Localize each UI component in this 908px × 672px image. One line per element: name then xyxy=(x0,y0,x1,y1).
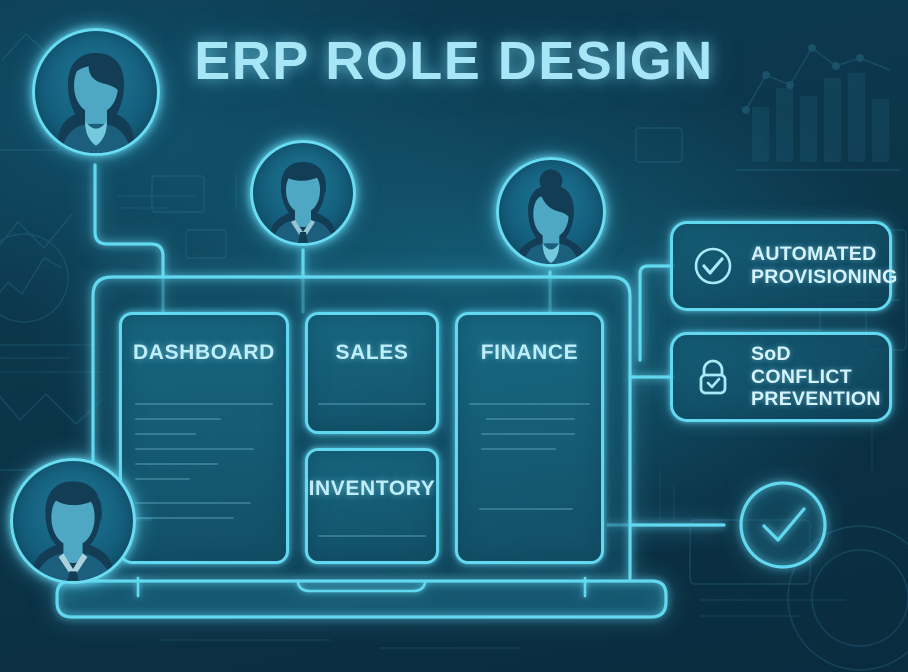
feature-line-1: AUTOMATED xyxy=(751,243,877,266)
feature-card-sod-conflict-prevention[interactable]: SoD CONFLICT PREVENTION xyxy=(670,332,892,422)
male-suit-avatar-icon xyxy=(29,481,117,581)
check-circle-icon xyxy=(739,481,827,569)
module-label-sales: SALES xyxy=(335,341,409,364)
user-avatar-1[interactable] xyxy=(32,28,160,156)
module-placeholder-lines-finance xyxy=(469,403,590,523)
module-panel-finance[interactable]: FINANCE xyxy=(455,312,604,564)
module-label-finance: FINANCE xyxy=(480,341,579,364)
status-badge-approved[interactable] xyxy=(724,466,842,584)
feature-text-sod-conflict-prevention: SoD CONFLICT PREVENTION xyxy=(751,343,881,411)
feature-line-1: SoD CONFLICT xyxy=(751,343,852,388)
module-placeholder-lines-dashboard xyxy=(135,403,273,532)
feature-text-automated-provisioning: AUTOMATED PROVISIONING xyxy=(751,243,898,288)
user-avatar-3[interactable] xyxy=(496,157,606,267)
lock-check-icon xyxy=(699,359,727,395)
male-avatar-icon xyxy=(269,162,337,243)
module-panel-dashboard[interactable]: DASHBOARD xyxy=(119,312,289,564)
module-panel-sales[interactable]: SALES xyxy=(305,312,439,434)
feature-line-2: PREVENTION xyxy=(751,388,881,411)
female-avatar-icon xyxy=(56,52,136,153)
page-title: ERP ROLE DESIGN xyxy=(194,31,714,91)
check-circle-icon xyxy=(694,247,732,285)
module-placeholder-lines-inventory xyxy=(318,535,426,550)
module-placeholder-lines-sales xyxy=(318,403,426,418)
feature-line-2: PROVISIONING xyxy=(751,266,898,288)
module-label-dashboard: DASHBOARD xyxy=(133,341,275,364)
female-bun-avatar-icon xyxy=(515,169,587,264)
module-panel-inventory[interactable]: INVENTORY xyxy=(305,448,439,564)
user-avatar-2[interactable] xyxy=(250,140,356,246)
user-avatar-4[interactable] xyxy=(10,458,136,584)
module-label-inventory: INVENTORY xyxy=(308,477,436,500)
feature-card-automated-provisioning[interactable]: AUTOMATED PROVISIONING xyxy=(670,221,897,311)
